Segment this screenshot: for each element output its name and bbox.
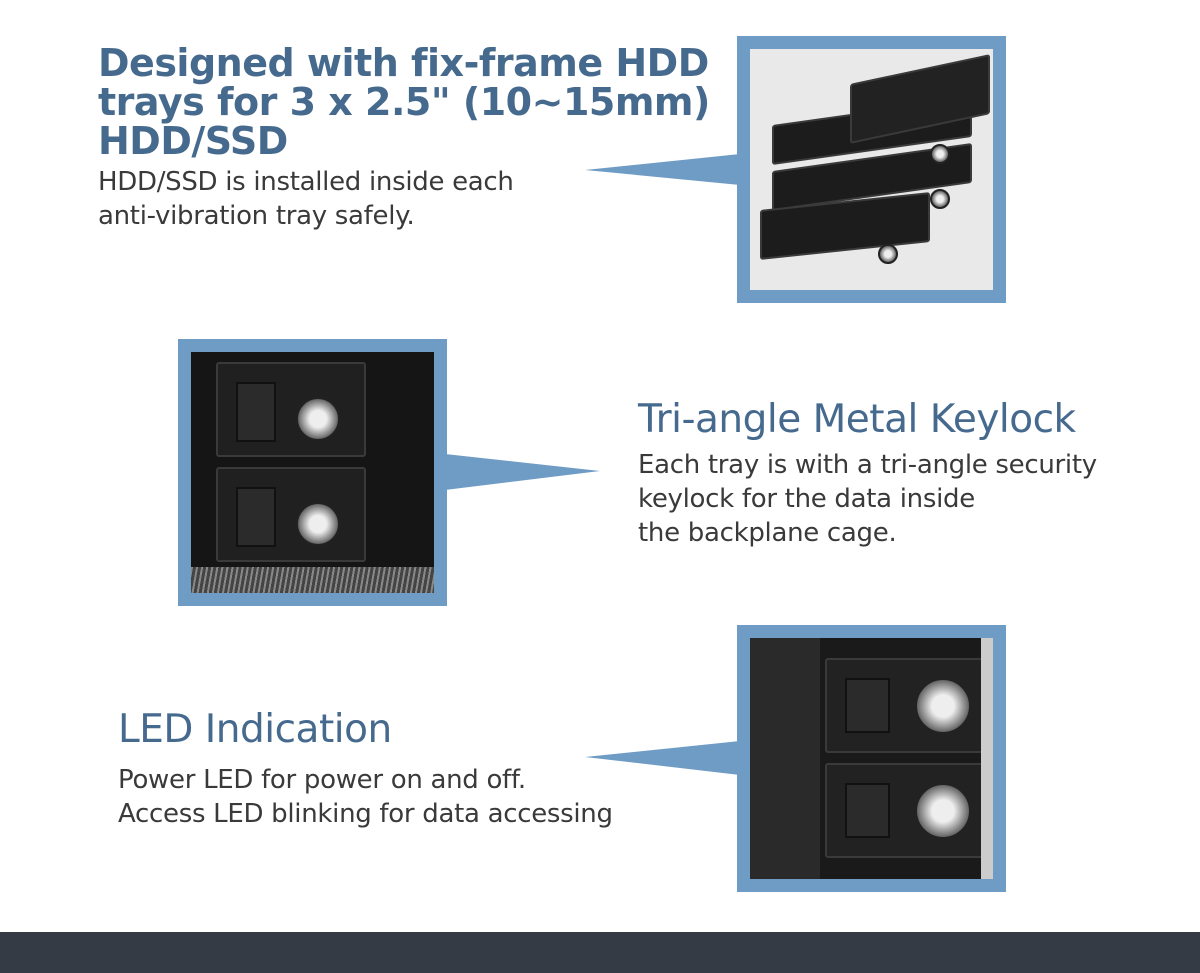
feature-2-heading: Tri-angle Metal Keylock: [638, 400, 1076, 439]
pointer-arrow: [585, 741, 740, 775]
feature-2-body: Each tray is with a tri-angle security k…: [638, 448, 1097, 550]
heading-line: HDD/SSD: [98, 119, 288, 163]
heading-line: LED Indication: [118, 707, 392, 752]
feature-1-body: HDD/SSD is installed inside each anti-vi…: [98, 165, 514, 233]
heading-line: trays for 3 x 2.5" (10~15mm): [98, 80, 710, 124]
body-line: HDD/SSD is installed inside each: [98, 167, 514, 197]
body-line: Access LED blinking for data accessing: [118, 799, 613, 829]
led-tray-photo: [750, 638, 993, 879]
feature-3-image-frame: [737, 625, 1006, 892]
footer-bar: [0, 932, 1200, 973]
keylock-closeup-photo: [191, 352, 434, 593]
feature-3-heading: LED Indication: [118, 710, 392, 749]
pointer-arrow: [585, 154, 740, 185]
feature-3-body: Power LED for power on and off. Access L…: [118, 763, 613, 831]
feature-2-image-frame: [178, 339, 447, 606]
feature-1-image-frame: [737, 36, 1006, 303]
heading-line: Tri-angle Metal Keylock: [638, 397, 1076, 442]
body-line: the backplane cage.: [638, 518, 897, 548]
body-line: Power LED for power on and off.: [118, 765, 526, 795]
body-line: keylock for the data inside: [638, 484, 975, 514]
hdd-cage-photo: [750, 49, 993, 290]
body-line: anti-vibration tray safely.: [98, 201, 415, 231]
pointer-arrow: [445, 454, 600, 490]
heading-line: Designed with fix-frame HDD: [98, 41, 709, 85]
feature-1-heading: Designed with fix-frame HDD trays for 3 …: [98, 44, 710, 161]
body-line: Each tray is with a tri-angle security: [638, 450, 1097, 480]
